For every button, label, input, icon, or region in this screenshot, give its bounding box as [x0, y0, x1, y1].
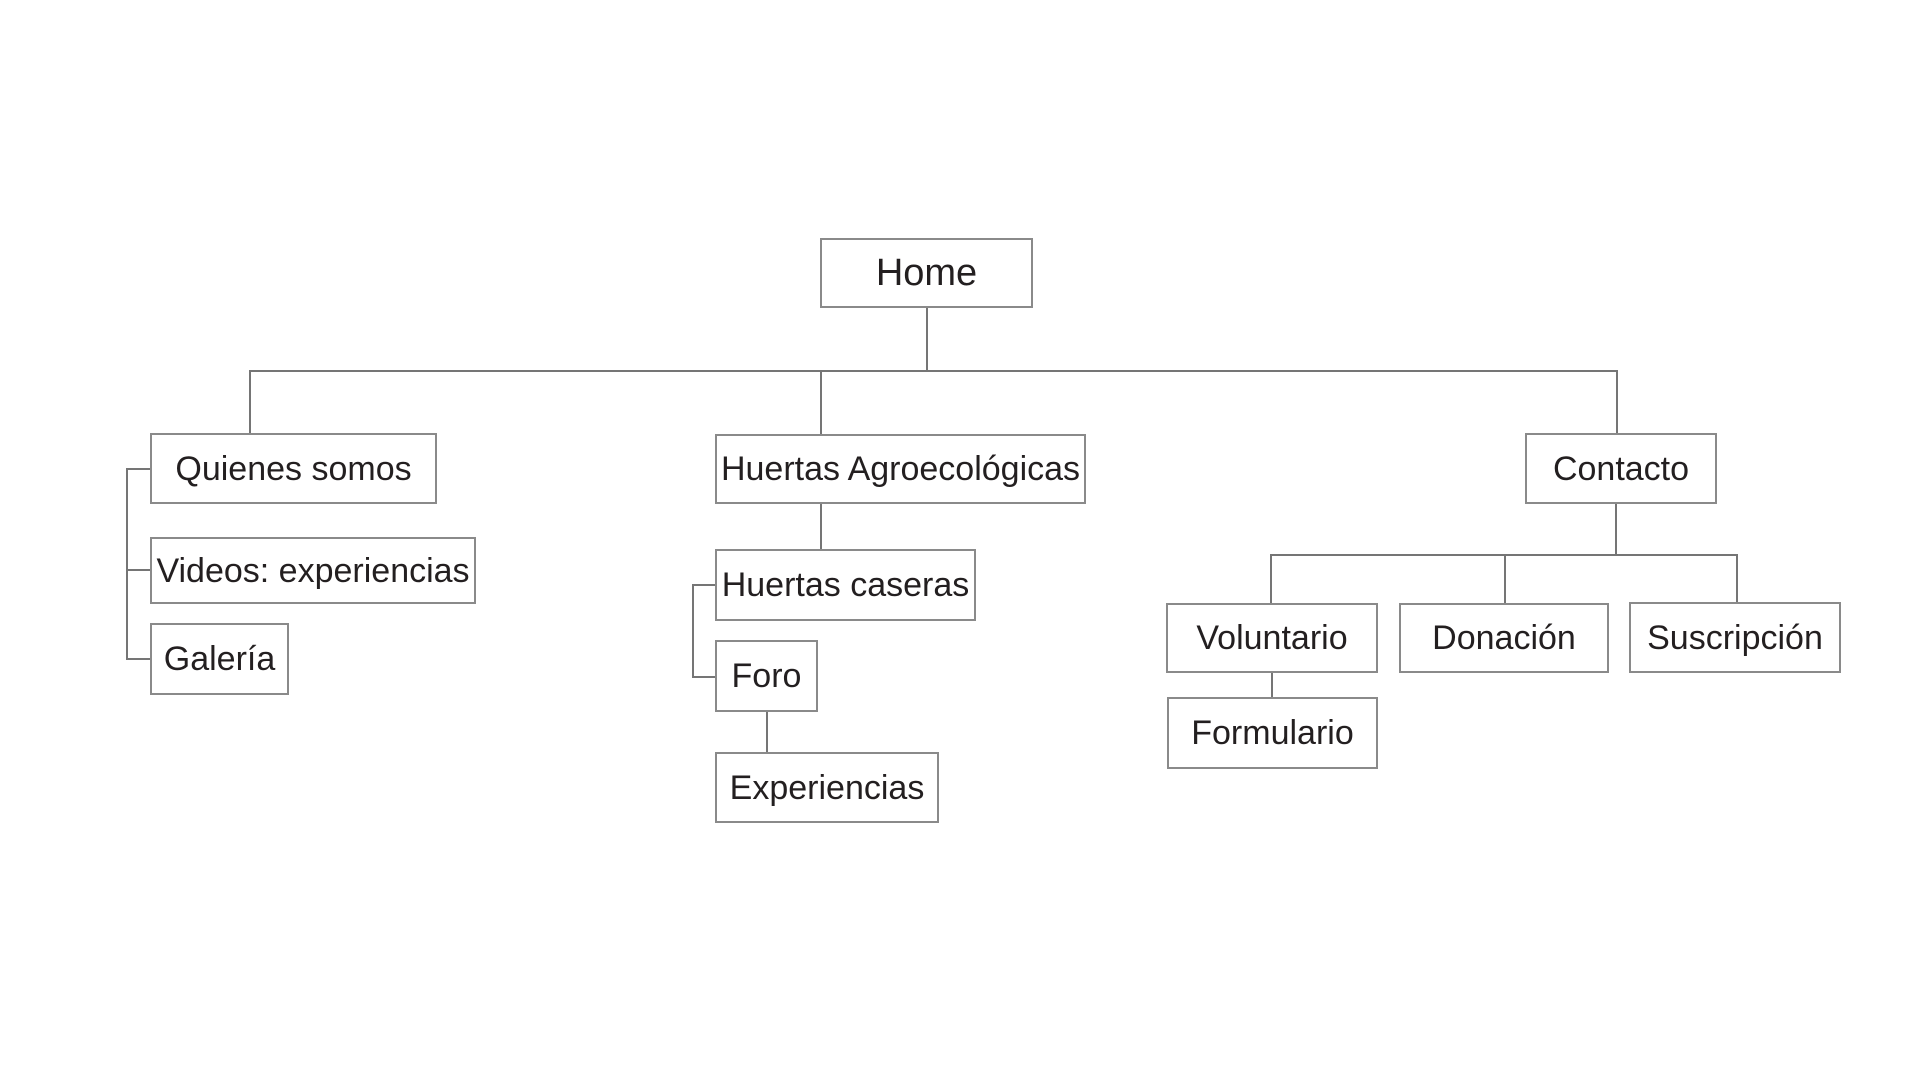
node-foro: Foro [715, 640, 818, 712]
connector-home-drop [926, 308, 928, 372]
node-label-contacto: Contacto [1552, 449, 1690, 488]
connector-mid-bracket-stub-top [692, 584, 715, 586]
connector-main-horizontal [249, 370, 1618, 372]
connector-drop-contacto [1616, 370, 1618, 433]
connector-left-bracket-stub-bottom [126, 658, 150, 660]
node-experiencias: Experiencias [715, 752, 939, 823]
connector-mid-bracket-stub-bottom [692, 676, 715, 678]
node-label-videos-experiencias: Videos: experiencias [156, 551, 470, 590]
connector-drop-huertas-agro [820, 370, 822, 434]
connector-left-bracket-stub-mid [126, 569, 150, 571]
node-label-formulario: Formulario [1191, 714, 1354, 752]
node-label-galeria: Galería [163, 640, 276, 678]
node-label-foro: Foro [731, 657, 802, 695]
node-home: Home [820, 238, 1033, 308]
connector-drop-suscripcion [1736, 554, 1738, 602]
node-label-huertas-caseras: Huertas caseras [721, 566, 970, 604]
node-voluntario: Voluntario [1166, 603, 1378, 673]
node-donacion: Donación [1399, 603, 1609, 673]
node-suscripcion: Suscripción [1629, 602, 1841, 673]
connector-contacto-drop [1615, 504, 1617, 555]
node-contacto: Contacto [1525, 433, 1717, 504]
connector-voluntario-formulario-link [1271, 673, 1273, 697]
node-galeria: Galería [150, 623, 289, 695]
node-label-huertas-agroecologicas: Huertas Agroecológicas [720, 450, 1081, 488]
node-label-quienes-somos: Quienes somos [175, 449, 412, 488]
connector-mid-bracket-vertical [692, 584, 694, 678]
node-videos-experiencias: Videos: experiencias [150, 537, 476, 604]
node-label-suscripcion: Suscripción [1647, 618, 1823, 657]
node-huertas-agroecologicas: Huertas Agroecológicas [715, 434, 1086, 504]
connector-drop-donacion [1504, 554, 1506, 603]
node-formulario: Formulario [1167, 697, 1378, 769]
node-label-home: Home [875, 252, 978, 294]
connector-foro-experiencias-link [766, 712, 768, 752]
connector-left-bracket-vertical [126, 468, 128, 660]
node-label-donacion: Donación [1432, 619, 1576, 657]
node-label-voluntario: Voluntario [1196, 619, 1348, 657]
node-label-experiencias: Experiencias [729, 768, 925, 807]
connector-huertas-agro-drop [820, 504, 822, 549]
connector-left-bracket-stub-top [126, 468, 150, 470]
node-quienes-somos: Quienes somos [150, 433, 437, 504]
connector-drop-quienes-somos [249, 370, 251, 433]
connector-drop-voluntario [1270, 554, 1272, 603]
node-huertas-caseras: Huertas caseras [715, 549, 976, 621]
